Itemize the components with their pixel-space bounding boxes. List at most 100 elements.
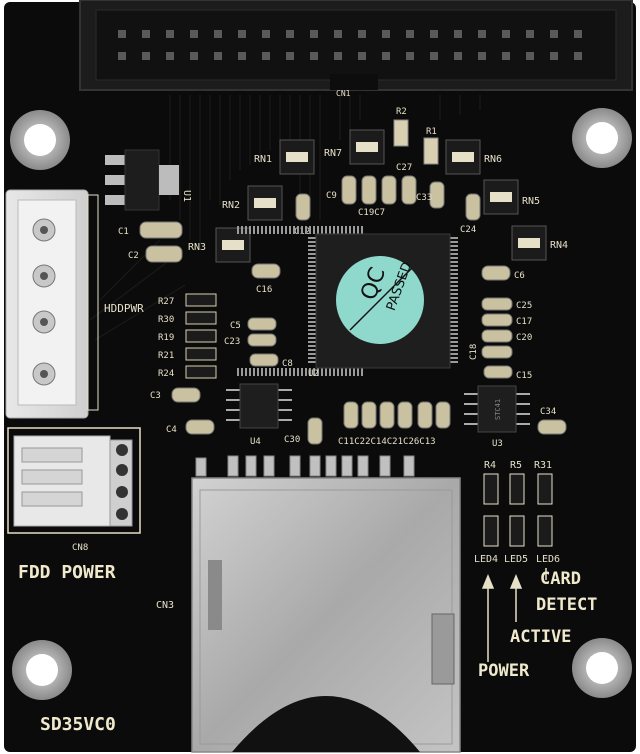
capacitor-row-top (295, 175, 481, 221)
resistor-column (185, 293, 217, 379)
mounting-hole-top-left (10, 110, 70, 170)
ide-pin (310, 52, 318, 60)
sd-slot-pins (195, 455, 415, 477)
c1-label: C1 (118, 227, 129, 237)
ide-pin (526, 30, 534, 38)
model-label: SD35VC0 (40, 714, 116, 735)
leds (483, 515, 553, 547)
r5-label: R5 (510, 460, 522, 471)
resistor-network-rn5 (483, 179, 519, 215)
ide-pin (334, 30, 342, 38)
ide-pin (454, 30, 462, 38)
ide-pin (478, 30, 486, 38)
ide-pin (310, 30, 318, 38)
r31-label: R31 (534, 460, 552, 471)
c27-label: C27 (396, 163, 412, 173)
ide-pin (238, 30, 246, 38)
power-label: POWER (478, 661, 530, 681)
resistor-network-rn6 (445, 139, 481, 175)
ide-pin (190, 52, 198, 60)
ide-pin (166, 30, 174, 38)
ide-pin (574, 52, 582, 60)
c4-label: C4 (166, 425, 177, 435)
c33-label: C33 (416, 193, 432, 203)
cn3-label: CN3 (156, 600, 174, 611)
c24-label: C24 (460, 225, 476, 235)
ide-pin (430, 52, 438, 60)
c3-label: C3 (150, 391, 161, 401)
ide-pin (430, 30, 438, 38)
indicator-arrows (481, 568, 547, 662)
r21-label: R21 (158, 351, 174, 361)
ide-pin (166, 52, 174, 60)
c17-label: C17 (516, 317, 532, 327)
u2-label: U2 (308, 369, 319, 379)
resistor-network-rn3 (215, 227, 251, 263)
ide-pin (406, 30, 414, 38)
ide-pin (550, 30, 558, 38)
ide-pin (502, 52, 510, 60)
c25-label: C25 (516, 301, 532, 311)
resistor-network-rn4 (511, 225, 547, 261)
rn4-label: RN4 (550, 240, 568, 251)
c8-label: C8 (282, 359, 293, 369)
c20-label: C20 (516, 333, 532, 343)
ide-pin (190, 30, 198, 38)
ide-pin (262, 52, 270, 60)
ide-pin (502, 30, 510, 38)
c5-label: C5 (230, 321, 241, 331)
c18-label: C18 (469, 344, 479, 360)
led6-label: LED6 (536, 554, 560, 565)
resistor-network-rn2 (247, 185, 283, 221)
u1-label: U1 (181, 190, 192, 202)
c2-label: C2 (128, 251, 139, 261)
ide-pin (382, 52, 390, 60)
sd-card-slot (191, 477, 461, 753)
resistor-network-rn1 (279, 139, 315, 175)
molex-outline (87, 194, 99, 411)
ide-pin (406, 52, 414, 60)
chip-u4 (226, 383, 292, 429)
capacitors-right (481, 265, 567, 435)
u4-label: U4 (250, 437, 261, 447)
hddpwr-label: HDDPWR (104, 302, 144, 315)
ide-pin (334, 52, 342, 60)
ide-pin (526, 52, 534, 60)
rn7-label: RN7 (324, 148, 342, 159)
r4-label: R4 (484, 460, 496, 471)
c6-label: C6 (514, 271, 525, 281)
fdd-power-connector (7, 427, 141, 534)
resistor-r1 (423, 137, 439, 165)
ide-pin (262, 30, 270, 38)
card-detect-label-line1: CARD (540, 569, 581, 589)
bottom-caps-label: C11C22C14C21C26C13 (338, 437, 436, 447)
ide-pin (214, 52, 222, 60)
rn5-label: RN5 (522, 196, 540, 207)
ide-pin (358, 52, 366, 60)
voltage-regulator-u1 (105, 149, 179, 211)
qc-passed-sticker: QC PASSED (336, 256, 424, 344)
c9-label: C9 (326, 191, 337, 201)
r2-label: R2 (396, 107, 407, 117)
c19c7-label: C19C7 (358, 208, 385, 218)
active-label: ACTIVE (510, 627, 571, 647)
ide-pin (118, 30, 126, 38)
r24-label: R24 (158, 369, 174, 379)
fdd-power-label: FDD POWER (18, 562, 116, 583)
r30-label: R30 (158, 315, 174, 325)
card-detect-label-line2: DETECT (536, 595, 597, 615)
rn1-label: RN1 (254, 154, 272, 165)
ide-pin (478, 52, 486, 60)
ide-pin (286, 30, 294, 38)
cn8-label: CN8 (72, 543, 88, 553)
u3-marking: STC41 (494, 399, 502, 420)
capacitor-row-bottom (343, 401, 451, 429)
rn2-label: RN2 (222, 200, 240, 211)
molex-power-connector (5, 189, 89, 419)
ide-pin (550, 52, 558, 60)
ide-pin (118, 52, 126, 60)
capacitors-left (139, 221, 323, 445)
r19-label: R19 (158, 333, 174, 343)
c23-label: C23 (224, 337, 240, 347)
